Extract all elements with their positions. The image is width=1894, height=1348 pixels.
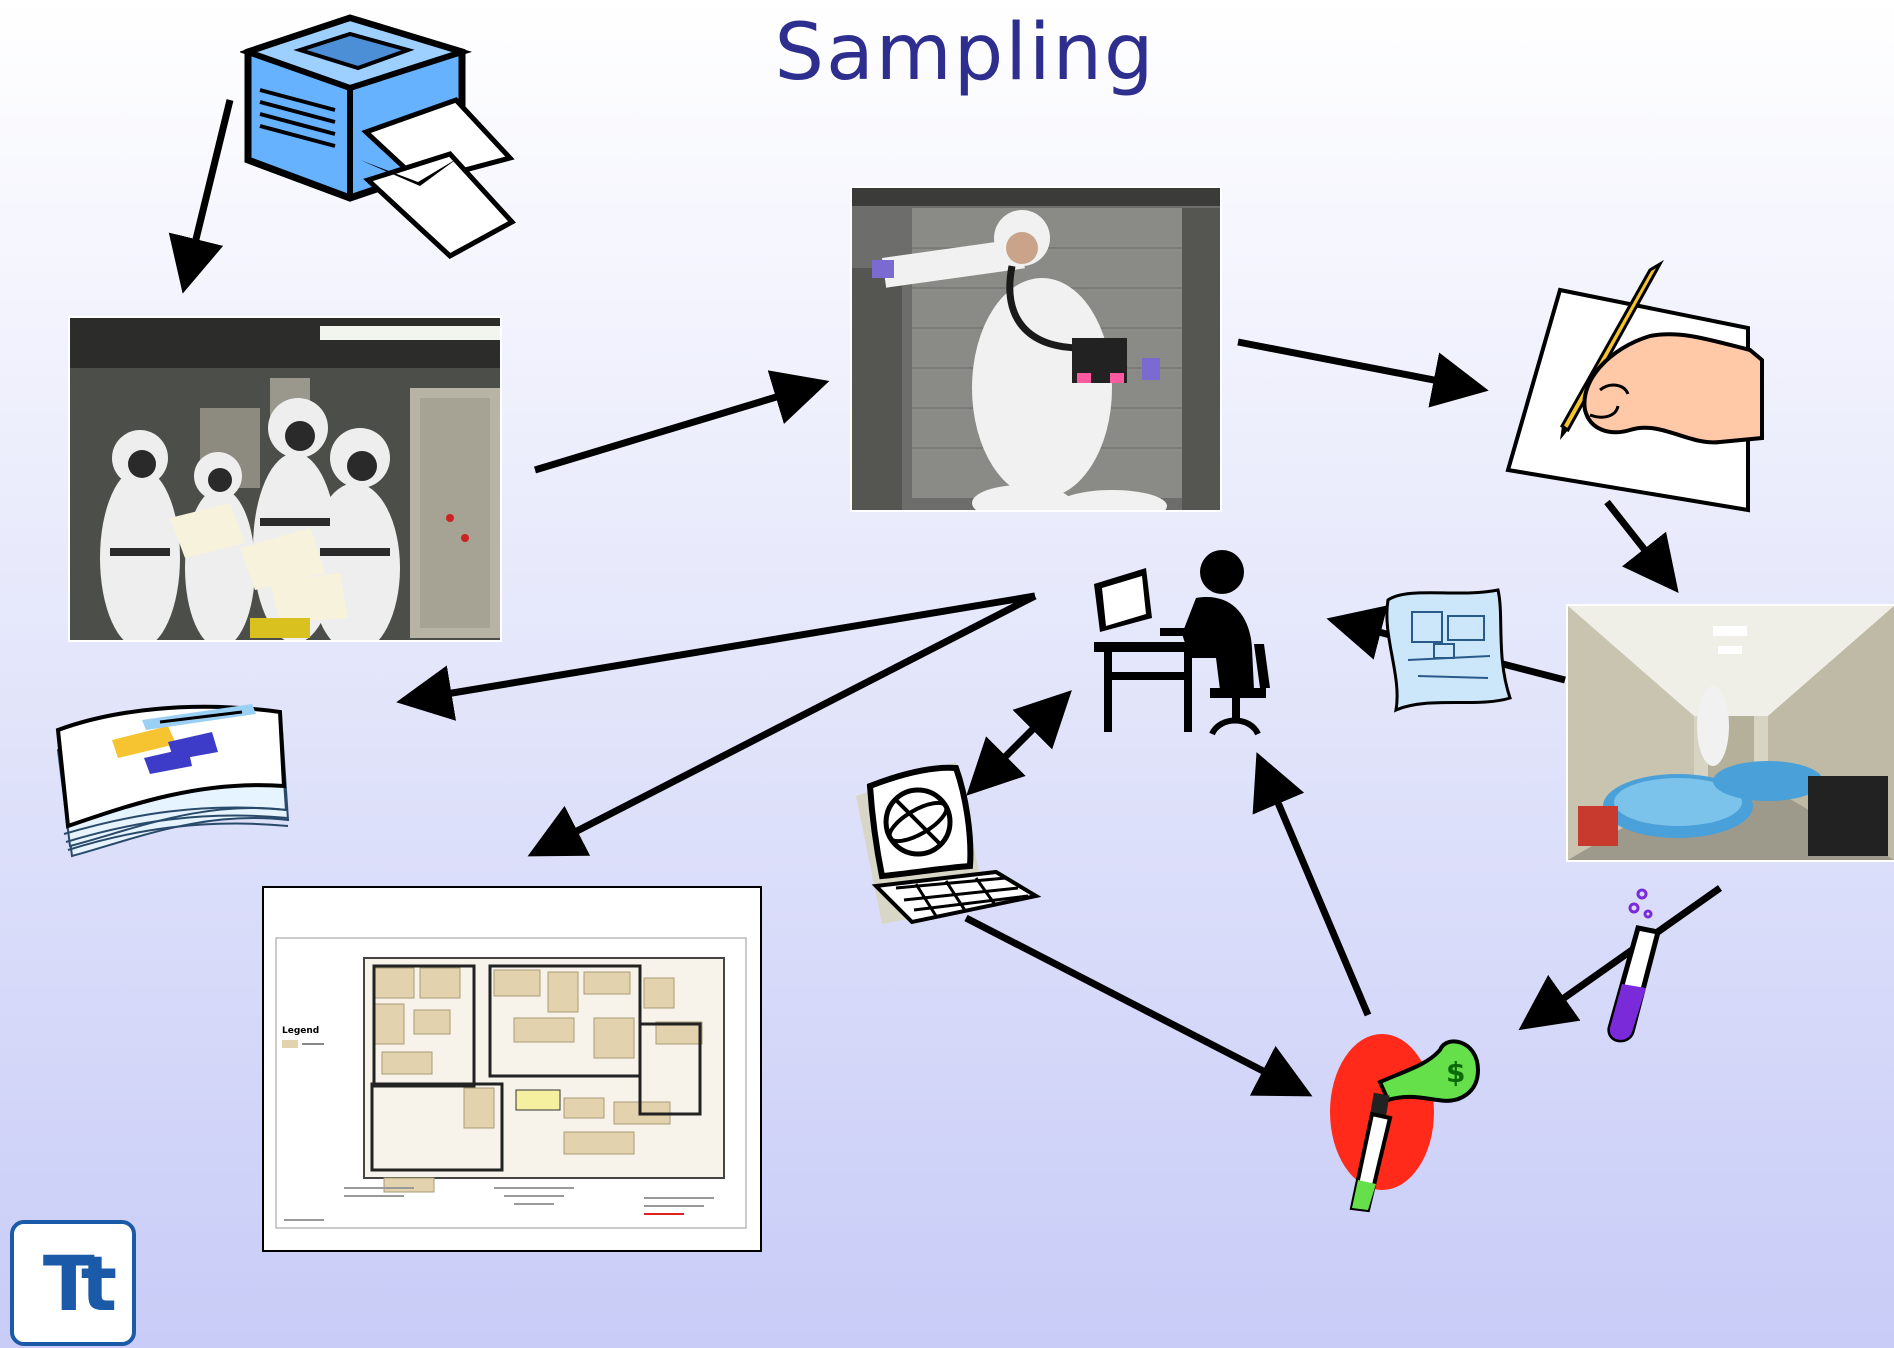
arrow-computer-user-to-documents bbox=[396, 592, 1036, 721]
arrow-team-to-worker bbox=[533, 370, 830, 474]
team-planning-photo bbox=[68, 316, 502, 642]
test-tube-icon bbox=[1607, 888, 1662, 1043]
arrow-printer-to-team bbox=[168, 99, 234, 294]
slide-title: Sampling bbox=[774, 8, 1156, 98]
document-stack-icon bbox=[55, 704, 290, 858]
arrow-flask-to-computer-user bbox=[1252, 752, 1372, 1017]
internet-computer-icon bbox=[856, 762, 1042, 925]
blueprint-scroll-icon bbox=[1385, 588, 1512, 713]
logo-text: Tt bbox=[42, 1238, 117, 1328]
tetra-tech-logo: Tt bbox=[10, 1220, 136, 1346]
arrow-worker-to-notes bbox=[1237, 338, 1489, 408]
arrow-notes-to-hallway bbox=[1604, 499, 1679, 593]
lab-flask-money-icon: $ bbox=[1330, 1034, 1481, 1213]
arrow-computer-user-to-plan bbox=[527, 592, 1037, 857]
hand-writing-icon bbox=[1505, 260, 1764, 513]
arrow-internet-computer-user bbox=[966, 690, 1072, 796]
computer-user-icon bbox=[1094, 550, 1270, 736]
arrow-hallway-to-flask bbox=[1518, 885, 1723, 1031]
printer-icon bbox=[240, 14, 516, 260]
worker-sampling-photo bbox=[850, 186, 1222, 512]
plan-legend-label: Legend bbox=[282, 1026, 319, 1036]
floor-plan-map: Legend bbox=[262, 886, 762, 1252]
svg-text:$: $ bbox=[1446, 1056, 1465, 1089]
hallway-decontamination-photo bbox=[1566, 604, 1894, 862]
arrow-internet-to-flask bbox=[964, 914, 1313, 1097]
